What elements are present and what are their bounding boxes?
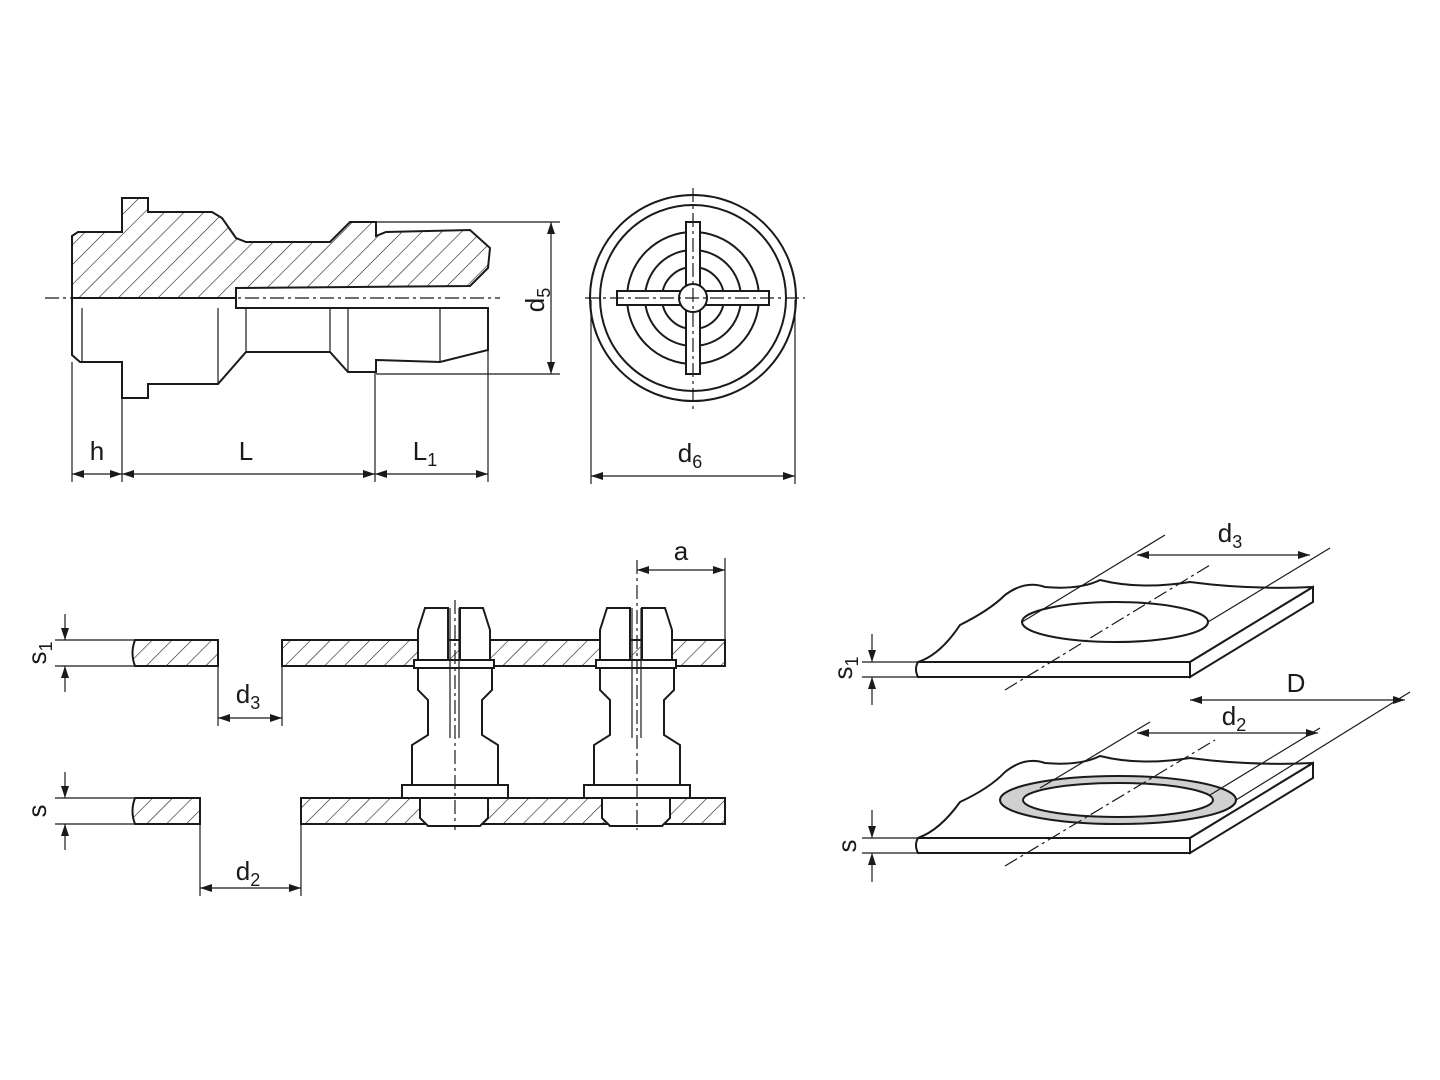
dim-s-right: s [832,840,862,853]
lower-outline [71,297,489,399]
dim-d3-right: d3 [1218,518,1242,552]
dim-d6: d6 [678,438,702,472]
dim-D: D [1287,668,1306,698]
dim-a: a [674,536,689,566]
dim-L: L [239,436,253,466]
dim-d2-left: d2 [236,856,260,890]
dim-s1-left: s1 [22,641,56,664]
nipple-pin-2 [583,560,691,830]
dim-s-left: s [22,805,52,818]
upper-section-hatched [71,197,492,299]
nipple-end-view: d6 [585,188,805,484]
assembly-section: a s1 s d3 d2 [22,536,726,896]
nipple-side-view: h L L1 d5 [45,197,560,482]
dim-d3-left: d3 [236,679,260,713]
dim-h: h [90,436,104,466]
dim-d2-right: d2 [1222,701,1246,735]
nipple-pin-1 [401,600,509,830]
isometric-plates: d3 s1 D d2 s [828,518,1411,882]
dim-d5: d5 [520,288,554,312]
dim-L1: L1 [413,436,437,470]
dim-s1-right: s1 [828,656,862,679]
